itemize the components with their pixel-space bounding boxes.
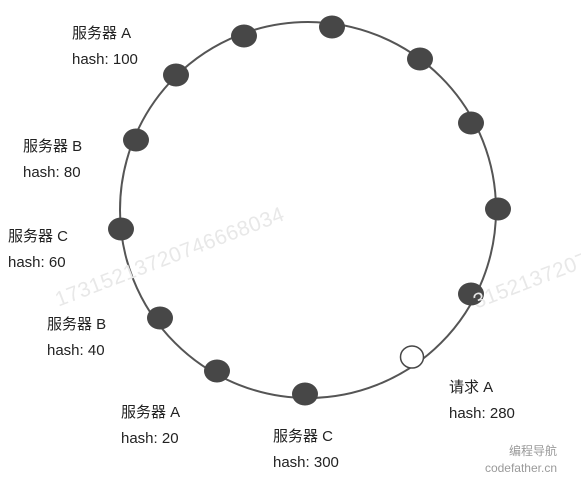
ring-node	[458, 282, 484, 306]
server-label-c-60: 服务器 C hash: 60	[8, 227, 68, 273]
server-name: 服务器 A	[72, 25, 132, 42]
ring-node	[485, 197, 511, 221]
server-name: 服务器 A	[121, 404, 181, 421]
site-watermark: 编程导航 codefather.cn	[485, 443, 557, 477]
site-watermark-domain: codefather.cn	[484, 461, 557, 475]
server-name: 服务器 B	[47, 316, 107, 333]
server-hash: hash: 20	[121, 430, 179, 447]
request-node	[399, 345, 425, 369]
request-label-a-280: 请求 A hash: 280	[449, 378, 515, 424]
ring-node	[407, 47, 433, 71]
server-label-a-100: 服务器 A hash: 100	[72, 24, 138, 70]
server-hash: hash: 300	[273, 454, 339, 471]
ring-node	[458, 111, 484, 135]
server-hash: hash: 100	[72, 51, 138, 68]
server-node-a-20	[204, 359, 230, 383]
ring-node	[231, 24, 257, 48]
server-node-c-300	[292, 382, 318, 406]
server-label-c-300: 服务器 C hash: 300	[273, 427, 339, 473]
server-hash: hash: 60	[8, 254, 66, 271]
server-node-a-100	[163, 63, 189, 87]
server-name: 服务器 C	[8, 228, 69, 245]
request-hash: hash: 280	[449, 405, 515, 422]
server-name: 服务器 C	[273, 428, 334, 445]
ring-node	[319, 15, 345, 39]
server-node-c-60	[108, 217, 134, 241]
server-label-b-40: 服务器 B hash: 40	[47, 315, 106, 361]
server-label-b-80: 服务器 B hash: 80	[23, 137, 82, 183]
server-name: 服务器 B	[23, 138, 83, 155]
server-hash: hash: 40	[47, 342, 105, 359]
server-node-b-80	[123, 128, 149, 152]
server-label-a-20: 服务器 A hash: 20	[121, 403, 180, 449]
server-node-b-40	[147, 306, 173, 330]
site-watermark-title: 编程导航	[508, 444, 557, 458]
request-name: 请求 A	[449, 379, 494, 396]
server-hash: hash: 80	[23, 164, 81, 181]
